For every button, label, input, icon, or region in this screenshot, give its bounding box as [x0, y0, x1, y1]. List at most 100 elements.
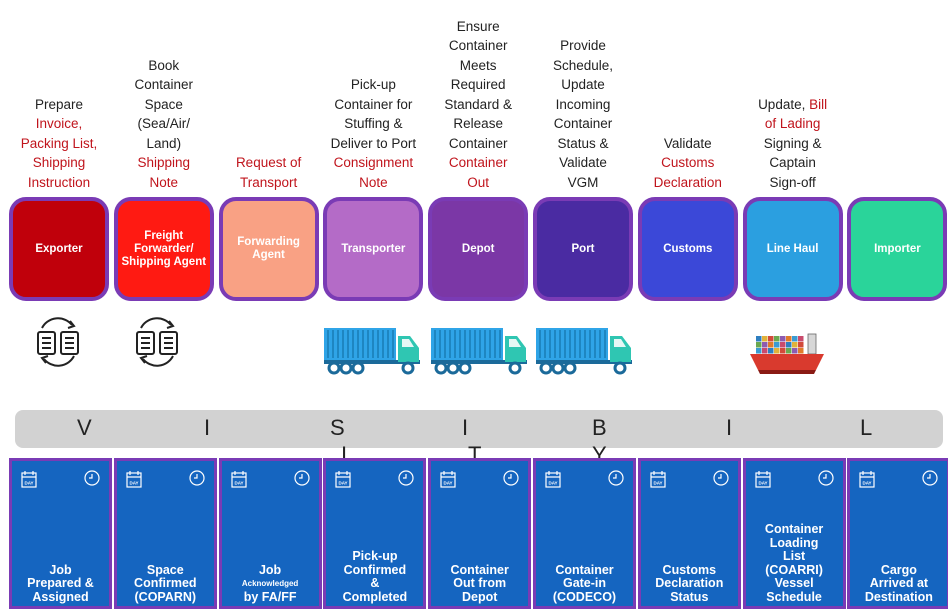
description-line: VGM [567, 174, 599, 190]
svg-text:DAY: DAY [129, 481, 138, 486]
stakeholder-box[interactable]: Depot [428, 197, 529, 301]
milestone-line: Container [555, 562, 614, 577]
visibility-letter: I [726, 415, 733, 440]
description-line: Container [553, 116, 613, 131]
description-line: Declaration [653, 174, 722, 190]
visibility-letter: I [462, 415, 469, 440]
milestone-line: Cargo [880, 562, 917, 577]
milestone-line: Completed [342, 589, 408, 604]
description-line: Stuffing & [344, 116, 403, 131]
svg-text:DAY: DAY [234, 481, 243, 486]
description-line: Deliver to Port [330, 135, 417, 151]
milestone-line: Job [258, 562, 282, 577]
clock-icon [293, 470, 310, 486]
calendar-icon: DAY [545, 471, 561, 488]
stakeholder-box[interactable]: Freight Forwarder/ Shipping Agent [113, 197, 214, 301]
description-line: Instruction [27, 174, 91, 190]
milestone-line: Depot [461, 589, 498, 604]
milestone-line: Customs [662, 562, 717, 577]
milestone-line: Vessel [774, 576, 814, 590]
visibility-band [15, 410, 943, 448]
description-line: Transport [239, 174, 298, 190]
description-line: Container for [334, 96, 413, 112]
milestone-line: Prepared & [27, 576, 94, 590]
document-exchange-icon [37, 317, 79, 367]
stakeholder-box[interactable]: Exporter [9, 197, 109, 301]
milestone-line: Acknowledged [241, 579, 299, 588]
stakeholder-box[interactable]: Port [533, 197, 633, 301]
clock-icon [84, 470, 100, 486]
description-line: Release [453, 116, 503, 131]
description-line: Prepare [34, 96, 84, 112]
description-line: Schedule, [552, 57, 614, 73]
description-line: Invoice, [35, 116, 83, 131]
description-line: Required [450, 77, 506, 92]
calendar-icon: DAY [859, 471, 875, 488]
stakeholder-box[interactable]: Customs [637, 197, 738, 301]
description-line: Consignment [333, 155, 414, 170]
description-line: Customs [661, 155, 715, 170]
calendar-icon: DAY [230, 471, 247, 488]
svg-text:DAY: DAY [444, 481, 453, 486]
container-truck-icon [324, 328, 420, 375]
description-line: (Sea/Air/ [137, 116, 191, 131]
milestone-line: (COPARN) [134, 589, 197, 604]
description-line: Shipping [32, 155, 86, 170]
calendar-icon: DAY [335, 471, 351, 488]
stakeholder-box[interactable]: Transporter [323, 197, 424, 301]
milestone-line: Declaration [655, 576, 724, 590]
clock-icon [713, 470, 729, 486]
description-line: Container [448, 38, 508, 53]
clock-icon [817, 470, 834, 486]
description-line: Container [448, 135, 508, 151]
description-line: Status & [557, 135, 609, 151]
clock-icon [398, 470, 414, 486]
calendar-icon: DAY [440, 471, 456, 488]
visibility-letter: B [592, 415, 607, 440]
milestone-line: Loading [769, 535, 819, 550]
stakeholder-box[interactable]: Importer [847, 197, 948, 301]
description-line: Out [467, 174, 490, 190]
milestone-line: Schedule [766, 589, 822, 604]
stakeholder-box[interactable]: Forwarding Agent [218, 197, 319, 301]
milestone-line: (CODECO) [552, 589, 617, 604]
clock-icon [608, 470, 624, 486]
stakeholder-box[interactable]: Line Haul [742, 197, 843, 301]
description-line: Space [144, 96, 183, 112]
description-line: Captain [769, 155, 816, 170]
visibility-letter: I [341, 442, 348, 467]
description-line: Container [448, 155, 508, 170]
visibility-letter: V [77, 415, 92, 440]
description-line: Meets [459, 57, 497, 73]
description-line: Ensure [456, 18, 500, 34]
milestone-line: List [782, 549, 806, 563]
description-line: Packing List, [20, 135, 98, 151]
description-line: Provide [560, 38, 606, 53]
calendar-icon: DAY [754, 471, 771, 488]
clock-icon [189, 470, 205, 486]
description-line: Sign-off [769, 174, 816, 190]
visibility-letter: S [330, 415, 345, 440]
visibility-letter: L [860, 415, 873, 440]
milestone-line: Confirmed [134, 576, 197, 590]
description-line: Book [148, 57, 180, 73]
